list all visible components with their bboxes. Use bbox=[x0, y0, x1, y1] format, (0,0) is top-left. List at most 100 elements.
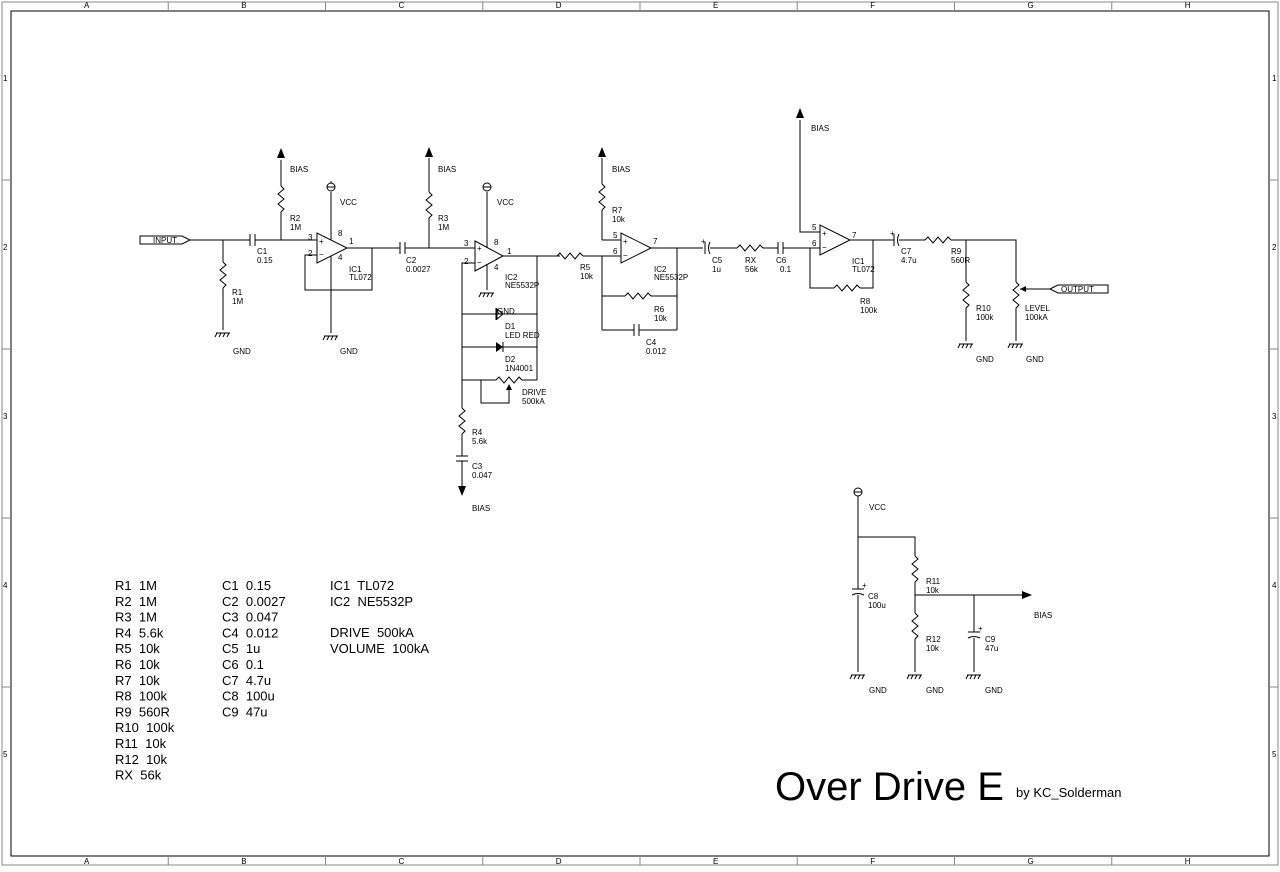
d2-diode bbox=[496, 342, 503, 352]
bias-label-4: BIAS bbox=[612, 165, 630, 174]
ic2b-opamp bbox=[620, 232, 653, 264]
bom-ic-item: IC2 NE5532P bbox=[330, 594, 413, 609]
d1-ref: D1 bbox=[505, 322, 516, 331]
r10-value: 100k bbox=[976, 313, 994, 322]
bom-resistor-item: R9 560R bbox=[115, 704, 170, 719]
svg-text:+: + bbox=[890, 229, 895, 238]
grid-col-bottom-E: E bbox=[713, 857, 718, 866]
svg-text:4: 4 bbox=[494, 263, 499, 272]
ic1a-ref: IC1 bbox=[349, 265, 362, 274]
output-port-label: OUTPUT bbox=[1061, 285, 1094, 294]
ground-symbols bbox=[214, 292, 1023, 680]
gnd-label-d1: GND bbox=[497, 307, 515, 316]
bom-resistor-item: R6 10k bbox=[115, 657, 160, 672]
grid-row-right-1: 1 bbox=[1272, 74, 1277, 83]
grid-col-top-E: E bbox=[713, 1, 718, 10]
r3-value: 1M bbox=[438, 223, 449, 232]
svg-text:5: 5 bbox=[812, 223, 817, 232]
svg-text:2: 2 bbox=[464, 257, 469, 266]
svg-text:+: + bbox=[477, 244, 482, 253]
input-port[interactable] bbox=[139, 235, 192, 245]
bom-resistor-item: R4 5.6k bbox=[115, 625, 164, 640]
c6-ref: C6 bbox=[776, 256, 787, 265]
grid-col-bottom-G: G bbox=[1028, 857, 1034, 866]
tone-stage: R5 10k BIAS R7 10k +− 56 7 IC2 NE5532P R… bbox=[556, 147, 820, 356]
grid-row-right-5: 5 bbox=[1272, 750, 1277, 759]
drive-ref: DRIVE bbox=[522, 388, 546, 397]
ic2b-ref: IC2 bbox=[654, 265, 667, 274]
bom-resistor-item: R2 1M bbox=[115, 594, 157, 609]
level-value: 100kA bbox=[1025, 313, 1048, 322]
grid-col-bottom-C: C bbox=[399, 857, 405, 866]
bias-label-1: BIAS bbox=[290, 165, 308, 174]
grid-col-bottom-A: A bbox=[84, 857, 90, 866]
c3-value: 0.047 bbox=[472, 471, 493, 480]
gnd-label-1: GND bbox=[233, 347, 251, 356]
inner-frame bbox=[10, 10, 1270, 857]
bom-resistor-item: R10 100k bbox=[115, 720, 175, 735]
bom-pot-item: DRIVE 500kA bbox=[330, 625, 414, 640]
grid-col-top-D: D bbox=[556, 1, 562, 10]
r12-ref: R12 bbox=[926, 635, 941, 644]
c4-value: 0.012 bbox=[646, 347, 667, 356]
grid-col-bottom-D: D bbox=[556, 857, 562, 866]
grid-col-bottom-H: H bbox=[1185, 857, 1191, 866]
d1-led bbox=[496, 307, 504, 321]
grid-row-right-2: 2 bbox=[1272, 243, 1277, 252]
bias-label-2: BIAS bbox=[438, 165, 456, 174]
bom-capacitor-item: C3 0.047 bbox=[222, 610, 278, 625]
r9-value: 560R bbox=[951, 256, 970, 265]
svg-text:3: 3 bbox=[308, 233, 313, 242]
c9-value: 47u bbox=[985, 644, 998, 653]
c8-value: 100u bbox=[868, 601, 886, 610]
gnd-label-2: GND bbox=[340, 347, 358, 356]
bom-resistor-item: R8 100k bbox=[115, 689, 168, 704]
gnd-label-3: GND bbox=[976, 355, 994, 364]
bias-label-3: BIAS bbox=[472, 504, 490, 513]
input-port-label: INPUT bbox=[153, 236, 177, 245]
bom-resistor-item: R3 1M bbox=[115, 610, 157, 625]
r11-ref: R11 bbox=[926, 577, 941, 586]
grid-row-right-4: 4 bbox=[1272, 581, 1277, 590]
c4-ref: C4 bbox=[646, 338, 657, 347]
author-label: by KC_Solderman bbox=[1016, 785, 1122, 800]
gnd-label-6: GND bbox=[926, 686, 944, 695]
c7-value: 4.7u bbox=[901, 256, 917, 265]
d2-value: 1N4001 bbox=[505, 364, 534, 373]
r2-value: 1M bbox=[290, 223, 301, 232]
vcc-label-2: VCC bbox=[497, 198, 514, 207]
bias-label-5: BIAS bbox=[811, 124, 829, 133]
grid-col-bottom-F: F bbox=[870, 857, 875, 866]
r4-value: 5.6k bbox=[472, 437, 488, 446]
c1-ref: C1 bbox=[257, 247, 268, 256]
vcc-label-1: VCC bbox=[340, 198, 357, 207]
r8-value: 100k bbox=[860, 306, 878, 315]
grid-row-left-5: 5 bbox=[3, 750, 8, 759]
svg-text:+: + bbox=[978, 624, 983, 633]
c8-ref: C8 bbox=[868, 592, 879, 601]
rx-ref: RX bbox=[745, 256, 757, 265]
bom-pot-item: VOLUME 100kA bbox=[330, 641, 429, 656]
grid-col-top-C: C bbox=[399, 1, 405, 10]
bias-label-6: BIAS bbox=[1034, 611, 1052, 620]
svg-text:8: 8 bbox=[494, 238, 499, 247]
ic1a-opamp bbox=[316, 232, 349, 264]
grid-row-right-3: 3 bbox=[1272, 412, 1277, 421]
svg-text:6: 6 bbox=[613, 247, 618, 256]
svg-text:3: 3 bbox=[464, 239, 469, 248]
r2-ref: R2 bbox=[290, 214, 301, 223]
output-port[interactable] bbox=[1048, 284, 1109, 294]
page-title: Over Drive E bbox=[775, 765, 1004, 809]
svg-text:4: 4 bbox=[338, 253, 343, 262]
bom-ic-item: IC1 TL072 bbox=[330, 578, 394, 593]
drive-value: 500kA bbox=[522, 397, 545, 406]
grid-row-left-3: 3 bbox=[3, 412, 8, 421]
c5-value: 1u bbox=[712, 265, 721, 274]
vcc-label-3: VCC bbox=[869, 503, 886, 512]
ic1b-opamp bbox=[819, 224, 852, 256]
bom-capacitor-item: C7 4.7u bbox=[222, 673, 271, 688]
